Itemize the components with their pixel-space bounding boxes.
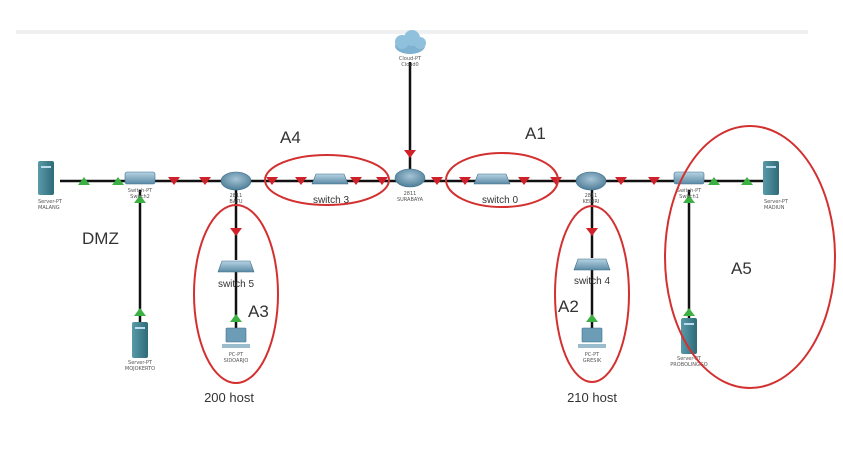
- server-madiun-model: Server-PT: [764, 199, 789, 205]
- switch-icon[interactable]: [311, 173, 349, 185]
- pc-gresik-name: GRESIK: [583, 358, 602, 364]
- router-batu-name: BATU: [229, 199, 243, 205]
- router-surabaya-name: SURABAYA: [397, 197, 424, 203]
- pc-gresik-model: PC-PT: [585, 352, 600, 358]
- cloud-name: Cloud0: [401, 62, 418, 68]
- switch-icon[interactable]: [217, 260, 255, 273]
- server-icon[interactable]: [763, 161, 779, 195]
- dmz-label: DMZ: [82, 229, 119, 248]
- area-a3-circle: [193, 204, 279, 384]
- switch-icon[interactable]: [673, 171, 705, 185]
- router-icon[interactable]: [575, 171, 607, 191]
- server-mojokerto-name: MOJOKERTO: [125, 366, 155, 372]
- server-probolinggo-model: Server-PT: [677, 356, 702, 362]
- area-a4-circle: [264, 154, 390, 206]
- area-a1-label: A1: [525, 124, 546, 143]
- switch2-name: Switch2: [130, 194, 150, 200]
- cloud-icon[interactable]: [395, 30, 426, 54]
- switch1-name: Switch1: [679, 194, 699, 200]
- switch4-label: switch 4: [574, 276, 611, 287]
- area-a5-label: A5: [731, 259, 752, 278]
- pc-icon[interactable]: [578, 327, 606, 348]
- host-count-right: 210 host: [567, 390, 617, 405]
- server-icon[interactable]: [132, 322, 148, 358]
- switch0-label: switch 0: [482, 195, 519, 206]
- pc-sidoarjo-model: PC-PT: [229, 352, 244, 358]
- switch-icon[interactable]: [124, 171, 156, 185]
- area-a5-circle: [664, 125, 836, 389]
- cloud-model: Cloud-PT: [399, 56, 422, 62]
- pc-sidoarjo-name: SIDOARJO: [224, 358, 249, 364]
- server-malang-name: MALANG: [38, 205, 60, 211]
- switch1-model: Switch-PT: [677, 188, 702, 194]
- switch-icon[interactable]: [573, 258, 611, 271]
- router-kediri-name: KEDIRI: [583, 199, 600, 205]
- pc-icon[interactable]: [222, 327, 250, 348]
- switch-icon[interactable]: [473, 173, 511, 185]
- area-a4-label: A4: [280, 128, 301, 147]
- switch2-model: Switch-PT: [128, 188, 153, 194]
- router-icon[interactable]: [220, 171, 252, 191]
- area-a2-label: A2: [558, 297, 579, 316]
- area-a3-label: A3: [248, 302, 269, 321]
- host-count-left: 200 host: [204, 390, 254, 405]
- server-probolinggo-name: PROBOLINGGO: [670, 362, 707, 368]
- area-a1-circle: [445, 152, 559, 208]
- link-status-markers: [78, 150, 753, 322]
- server-malang-model: Server-PT: [38, 199, 63, 205]
- router-kediri-model: 2811: [585, 193, 598, 199]
- server-icon[interactable]: [38, 161, 54, 195]
- switch3-label: switch 3: [313, 195, 350, 206]
- server-mojokerto-model: Server-PT: [128, 360, 153, 366]
- router-batu-model: 2811: [230, 193, 243, 199]
- server-madiun-name: MADIUN: [764, 205, 785, 211]
- switch5-label: switch 5: [218, 279, 255, 290]
- router-icon[interactable]: [394, 168, 426, 188]
- server-icon[interactable]: [681, 318, 697, 354]
- area-a2-circle: [554, 205, 630, 383]
- router-surabaya-model: 2811: [404, 191, 417, 197]
